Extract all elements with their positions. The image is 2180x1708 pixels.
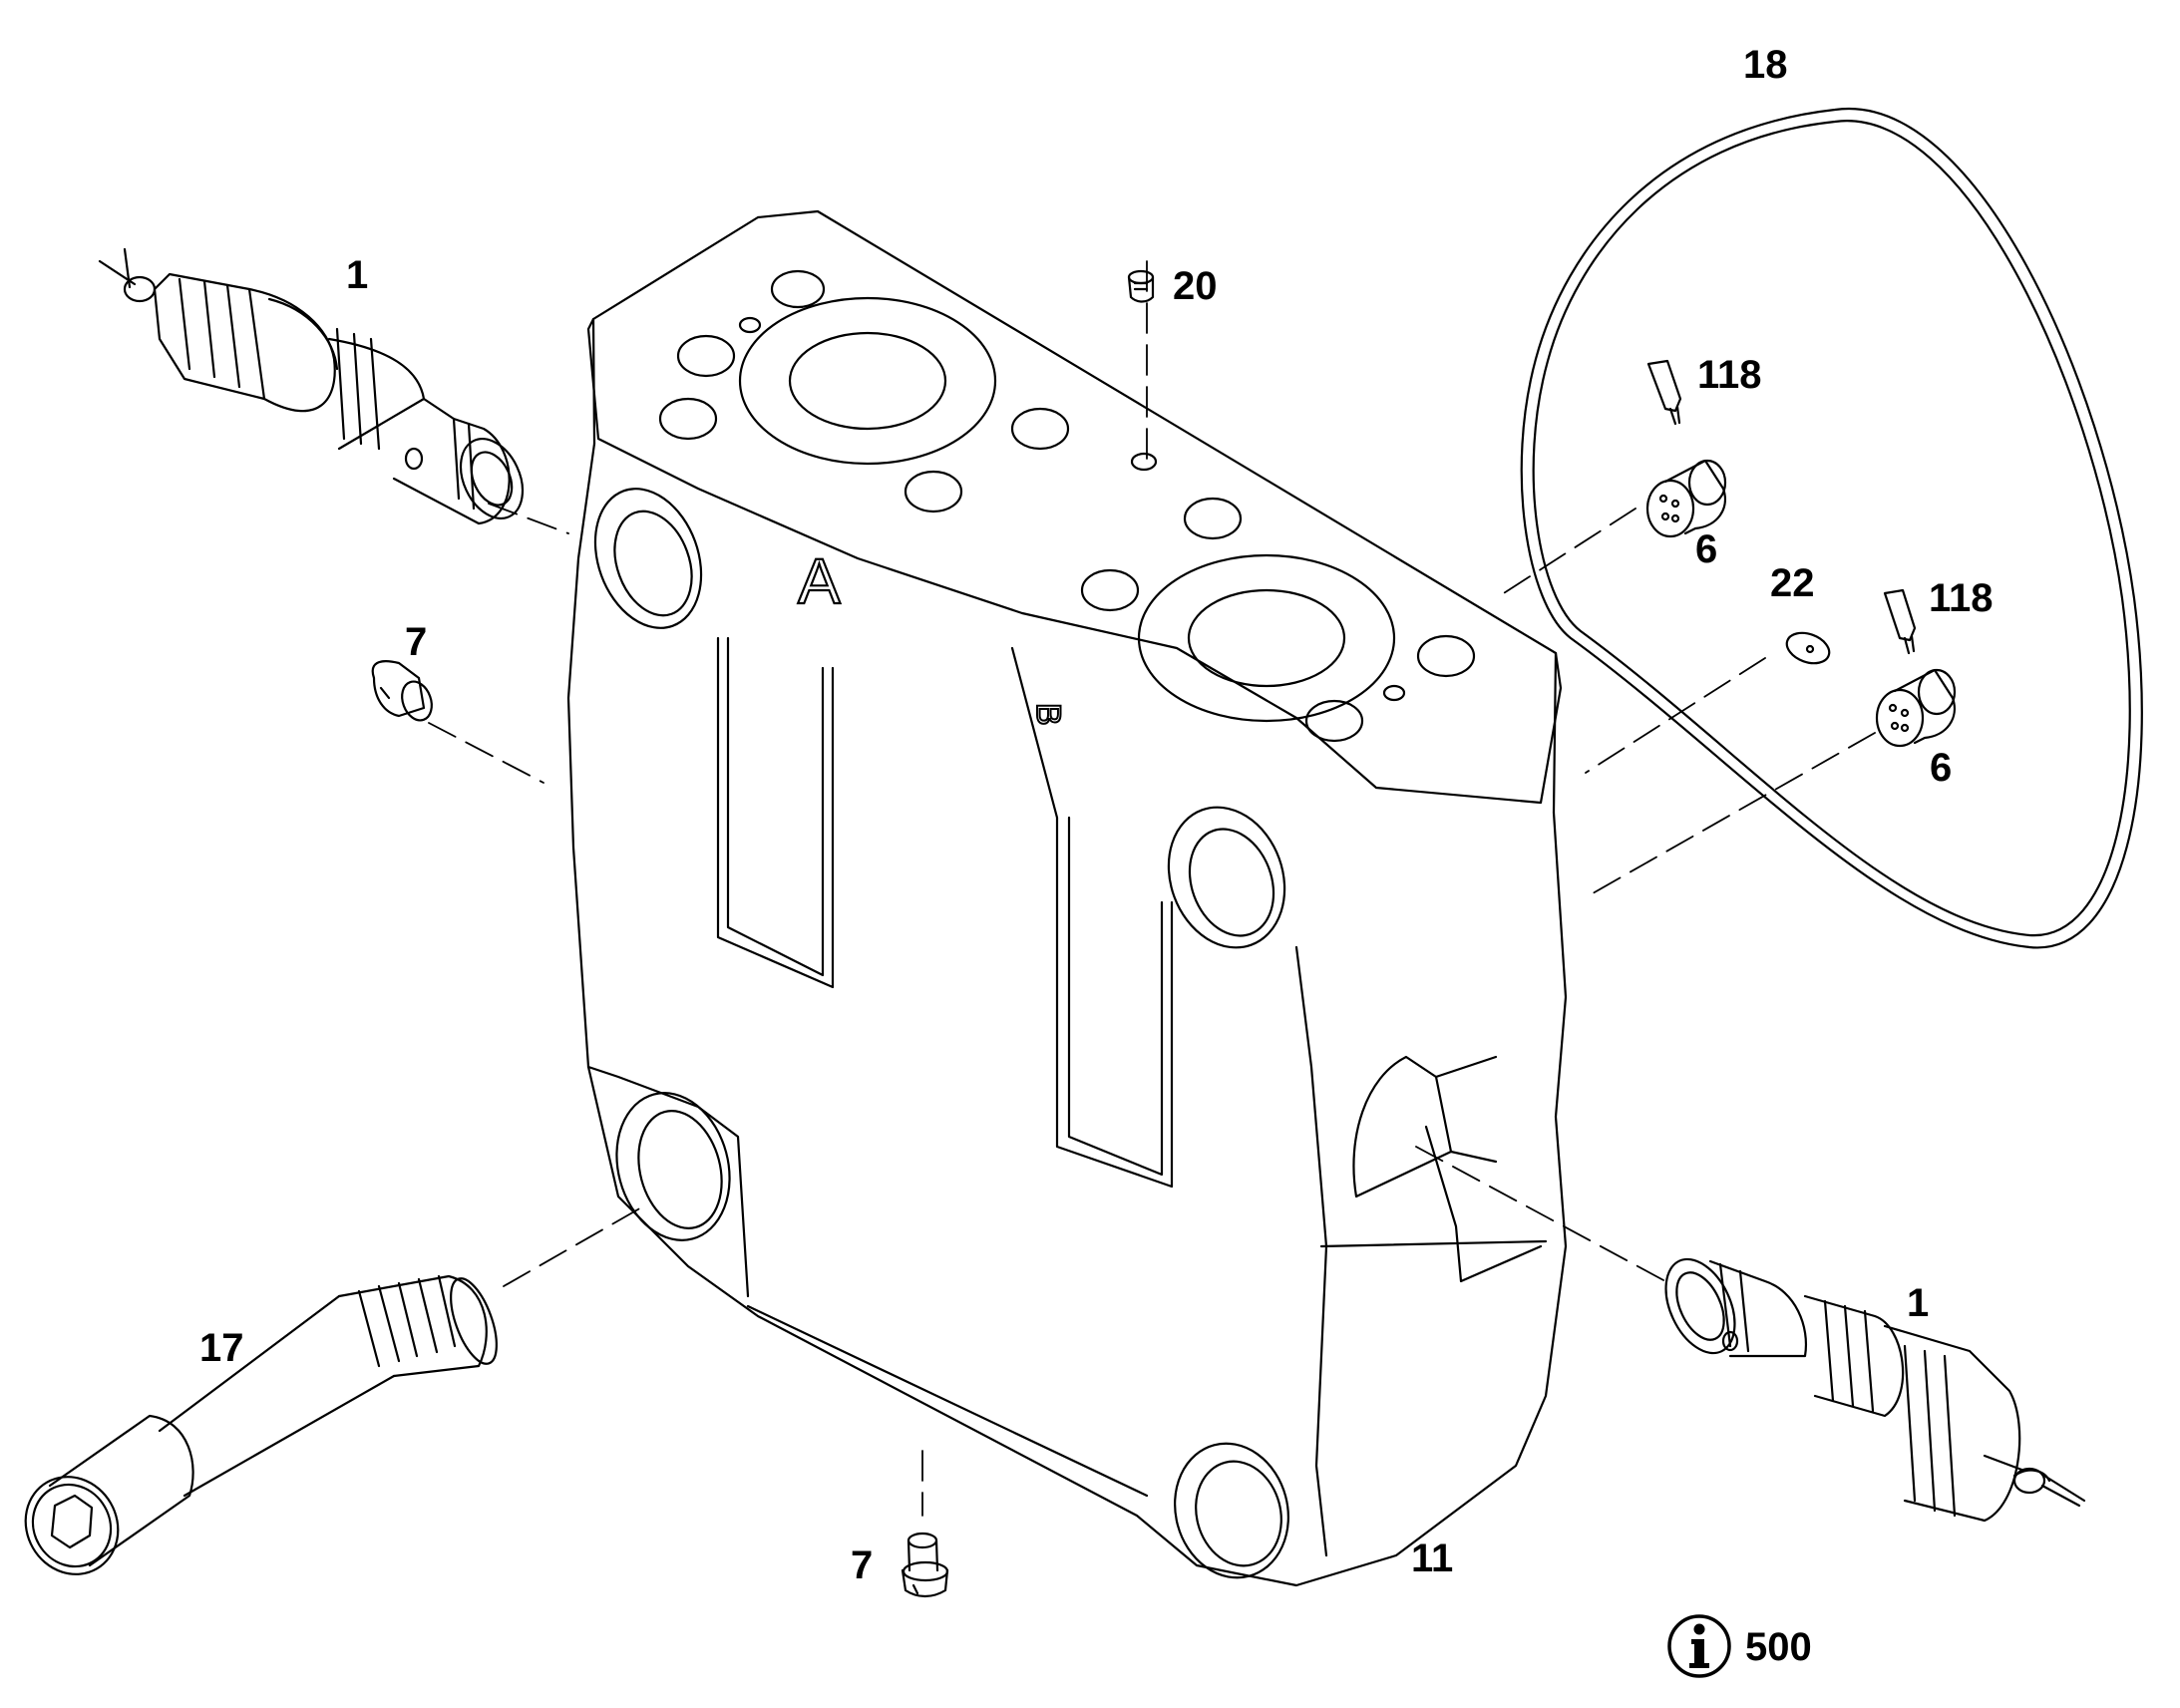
washer	[1785, 631, 1831, 665]
insert-b	[1875, 668, 1957, 748]
port-a-mark: A	[798, 545, 841, 617]
assembly-lines	[428, 260, 1876, 1517]
label-plug-left: 7	[405, 620, 428, 664]
label-plug-bottom: 7	[851, 1543, 874, 1587]
label-insert-b: 6	[1930, 746, 1953, 790]
label-valve-bottom: 1	[1907, 1281, 1930, 1325]
label-info-reference: 500	[1745, 1625, 1812, 1669]
label-cap-screw: 17	[199, 1326, 244, 1370]
insert-a	[1645, 459, 1727, 538]
label-valve-top: 1	[346, 253, 369, 297]
info-icon	[1667, 1614, 1731, 1678]
sealant-tube-a	[1646, 359, 1682, 426]
label-housing: 11	[1411, 1537, 1454, 1580]
plug-bottom	[901, 1532, 949, 1598]
port-b-mark: B	[1029, 703, 1067, 726]
cartridge-valve-bottom	[1664, 1257, 2086, 1523]
label-insert-a: 6	[1695, 527, 1718, 571]
label-sealant-a: 118	[1697, 353, 1762, 397]
label-o-ring: 18	[1743, 43, 1788, 87]
label-washer: 22	[1770, 561, 1815, 605]
label-sealant-b: 118	[1929, 576, 1994, 620]
plug-left	[371, 660, 433, 722]
cartridge-valve-top	[98, 247, 525, 525]
sealant-tube-b	[1883, 588, 1917, 655]
label-plug-top: 20	[1173, 264, 1218, 308]
plug-top	[1127, 269, 1155, 303]
o-ring	[1520, 107, 2143, 949]
valve-housing	[566, 209, 1568, 1587]
cap-screw	[24, 1274, 498, 1575]
